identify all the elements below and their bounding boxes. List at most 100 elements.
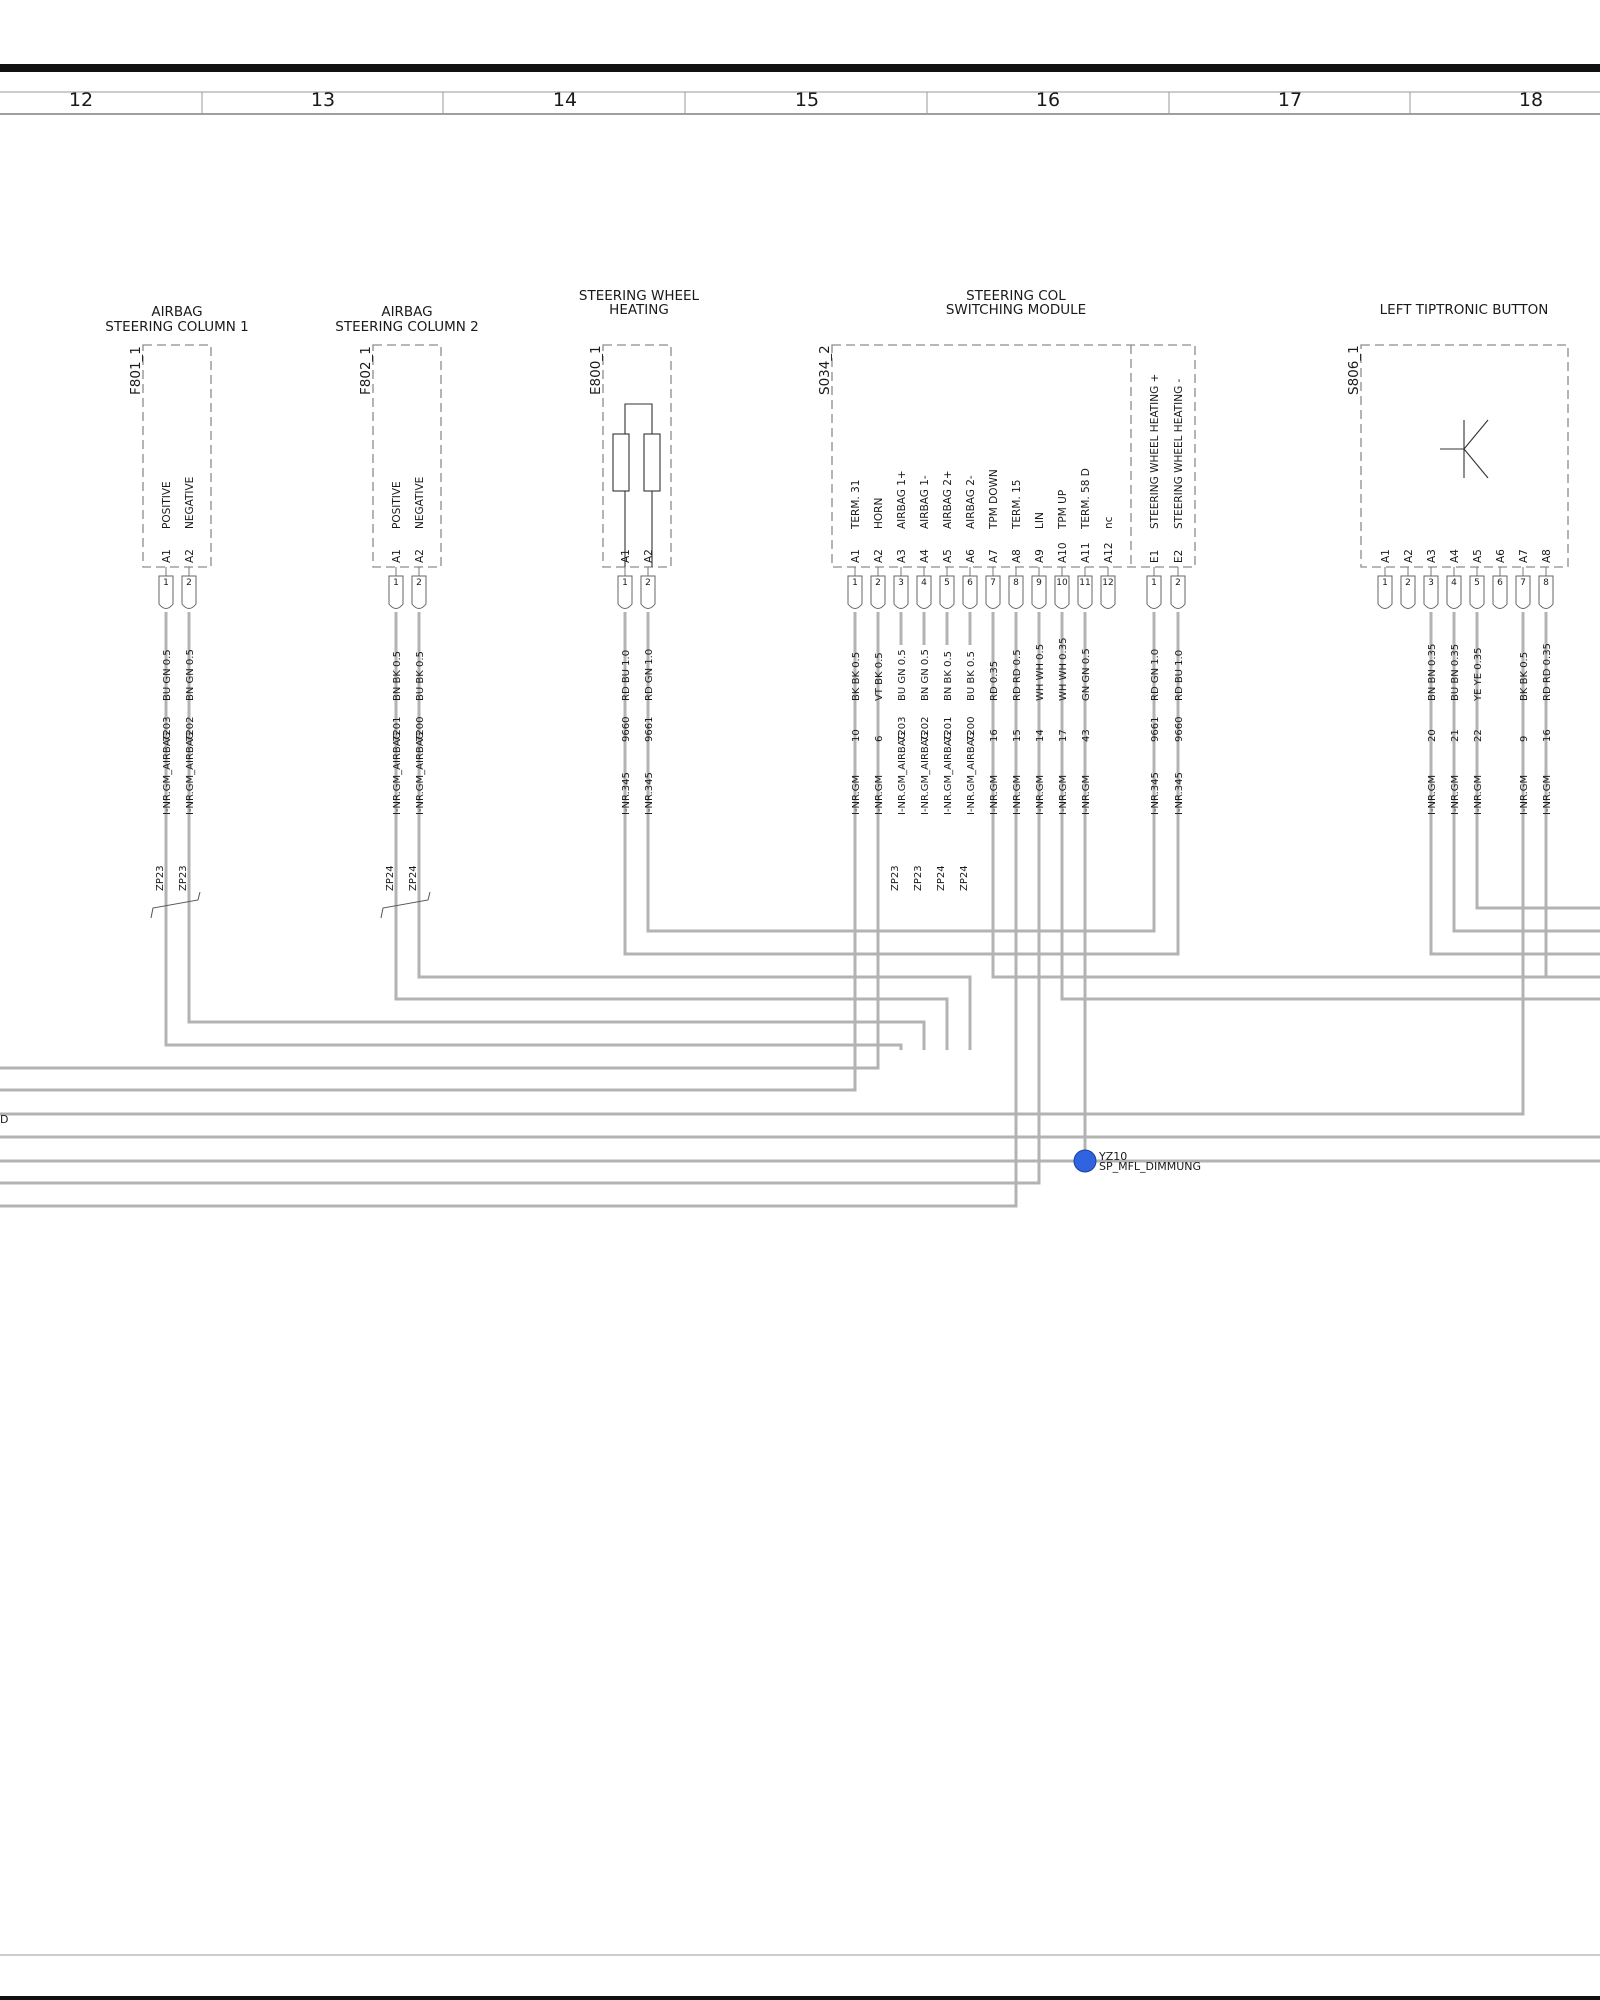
pin-name: A7: [1518, 549, 1530, 563]
pin-function: TERM. 31: [850, 480, 862, 530]
wire-color-label: BN GN 0.5: [185, 649, 196, 701]
harness-label: I-NR.345: [644, 772, 655, 815]
wire-path: [0, 612, 857, 1092]
connector-cell[interactable]: [181, 575, 197, 609]
connector-cell[interactable]: [916, 575, 932, 609]
harness-label: I-NR.345: [1174, 772, 1185, 815]
harness-label: I-NR.345: [1150, 772, 1161, 815]
zp-label: ZP23: [178, 865, 189, 891]
wire-color-label: RD RD 0.5: [1012, 649, 1023, 701]
heating-element-symbol: [612, 403, 661, 567]
wire-color-label: WH WH 0.35: [1058, 638, 1069, 701]
connector-cell[interactable]: [1400, 575, 1416, 609]
connector-cell[interactable]: [1031, 575, 1047, 609]
connector-cell[interactable]: [1538, 575, 1554, 609]
wire-path: [0, 612, 1041, 1185]
connector-cell[interactable]: [1492, 575, 1508, 609]
connector-cell[interactable]: [1100, 575, 1116, 609]
pin-function: STEERING WHEEL HEATING +: [1149, 374, 1161, 529]
f801-pin-column: 2: [181, 567, 197, 645]
e800-pin-column: 1: [617, 567, 633, 645]
f802-title: STEERING COLUMN 2: [335, 319, 479, 335]
connector-cell[interactable]: [1469, 575, 1485, 609]
wire-color-label: BU BK 0.5: [415, 651, 426, 701]
wire-id-label: 10: [851, 729, 862, 742]
wire-path: [1475, 612, 1600, 910]
connector-cell[interactable]: [1377, 575, 1393, 609]
f801-title: STEERING COLUMN 1: [105, 319, 249, 335]
e800-title: STEERING WHEEL: [579, 288, 700, 304]
pin-number: 1: [1382, 578, 1388, 588]
component-boxes: [142, 344, 1569, 568]
wire-id-label: 20: [1427, 729, 1438, 742]
connector-cell[interactable]: [893, 575, 909, 609]
pin-number: 3: [1428, 578, 1434, 588]
harness-label: I-NR.GM: [1450, 775, 1461, 815]
wire-id-label: 15: [1012, 729, 1023, 742]
pin-number: 2: [416, 578, 422, 588]
wire-id-label: 21: [1450, 729, 1461, 742]
connector-cell[interactable]: [847, 575, 863, 609]
harness-label: I-NR.GM_AIRBAG: [943, 732, 954, 815]
harness-label: I-NR.GM: [851, 775, 862, 815]
wire-color-label: RD BU 1.0: [621, 650, 632, 701]
pin-number: 1: [622, 578, 628, 588]
wire-path: [991, 612, 1600, 979]
top-border: [0, 64, 1600, 72]
connector-cell[interactable]: [1423, 575, 1439, 609]
s034-pin-column: 12: [1100, 567, 1116, 609]
s806-pin-column: 4: [1446, 567, 1462, 645]
pin-name: A5: [942, 549, 954, 563]
wire-id-label: 7201: [943, 717, 954, 742]
pin-name: A2: [873, 549, 885, 563]
pin-function: POSITIVE: [391, 481, 403, 529]
connector-cell[interactable]: [985, 575, 1001, 609]
harness-label: I-NR.GM: [874, 775, 885, 815]
connector-cell[interactable]: [962, 575, 978, 609]
s034-pin-column: 3: [893, 567, 909, 645]
e800-title: HEATING: [609, 302, 669, 318]
splice-dot[interactable]: [1073, 1149, 1097, 1173]
twist-bracket: [380, 891, 431, 919]
connector-cell[interactable]: [411, 575, 427, 609]
pin-function: AIRBAG 2-: [965, 475, 977, 529]
connector-cell[interactable]: [388, 575, 404, 609]
pin-function: AIRBAG 1-: [919, 475, 931, 529]
connector-cell[interactable]: [1515, 575, 1531, 609]
connector-cell[interactable]: [1146, 575, 1162, 609]
connector-cell[interactable]: [640, 575, 656, 609]
connector-cell[interactable]: [158, 575, 174, 609]
f802-box: [372, 344, 442, 568]
pin-name: A9: [1034, 549, 1046, 563]
connector-cell[interactable]: [617, 575, 633, 609]
connector-cell[interactable]: [1170, 575, 1186, 609]
pin-number: 8: [1543, 578, 1549, 588]
harness-label: I-NR.GM_AIRBAG: [162, 732, 173, 815]
connector-cell[interactable]: [870, 575, 886, 609]
e800-pin-column: 2: [640, 567, 656, 645]
switch-contact-up: [1463, 419, 1489, 450]
wire-color-label: BU BN 0.35: [1450, 644, 1461, 701]
pin-number: 12: [1102, 578, 1113, 588]
connector-cell[interactable]: [1446, 575, 1462, 609]
wire-color-label: YE YE 0.35: [1473, 648, 1484, 702]
pin-name: A1: [850, 549, 862, 563]
connector-cell[interactable]: [1077, 575, 1093, 609]
wire-id-label: 43: [1081, 729, 1092, 742]
pin-number: 5: [944, 578, 950, 588]
connector-cell[interactable]: [1008, 575, 1024, 609]
wire-id-label: 7202: [920, 717, 931, 742]
s034-pin-column: 7: [985, 567, 1001, 645]
pin-number: 4: [1451, 578, 1457, 588]
switch-contact-down: [1463, 448, 1489, 479]
f801-pin-column: 1: [158, 567, 174, 645]
zp-label: ZP23: [155, 865, 166, 891]
connector-cell[interactable]: [1054, 575, 1070, 609]
pin-name: A6: [1495, 549, 1507, 563]
harness-label: I-NR.GM_AIRBAG: [897, 732, 908, 815]
connector-cell[interactable]: [939, 575, 955, 609]
wire-color-label: RD RD 0.35: [1542, 643, 1553, 701]
s806-pin-column: 7: [1515, 567, 1531, 645]
pin-name: A4: [1449, 549, 1461, 563]
pin-name: A7: [988, 549, 1000, 563]
